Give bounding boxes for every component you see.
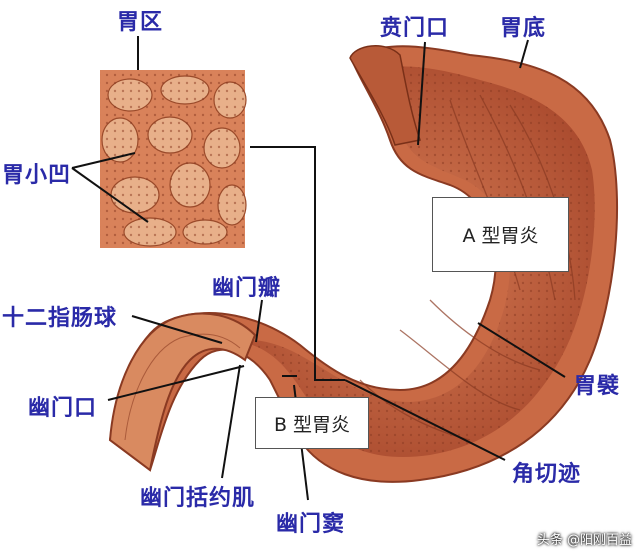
label-gastric-pits: 胃小凹 — [2, 157, 71, 189]
label-angular-incisure: 角切迹 — [512, 456, 581, 488]
gastric-area-inset — [100, 70, 246, 248]
label-pyloric-sphincter: 幽门括约肌 — [140, 480, 255, 512]
label-pyloric-antrum: 幽门窦 — [276, 506, 345, 538]
label-pylorus: 幽门口 — [28, 390, 97, 422]
watermark: 头条 @阳刚百益 — [537, 529, 632, 548]
type-b-gastritis-label: B 型胃炎 — [274, 410, 350, 437]
type-a-gastritis-label: A 型胃炎 — [462, 221, 538, 248]
label-pyloric-valve: 幽门瓣 — [212, 270, 281, 302]
type-b-gastritis-box: B 型胃炎 — [255, 397, 369, 449]
label-fundus: 胃底 — [500, 10, 546, 42]
label-duodenal-bulb: 十二指肠球 — [2, 300, 117, 332]
type-a-gastritis-box: A 型胃炎 — [432, 197, 569, 272]
label-gastric-folds: 胃襞 — [574, 368, 620, 400]
label-gastric-area: 胃区 — [117, 4, 163, 36]
label-cardia: 贲门口 — [380, 10, 449, 42]
